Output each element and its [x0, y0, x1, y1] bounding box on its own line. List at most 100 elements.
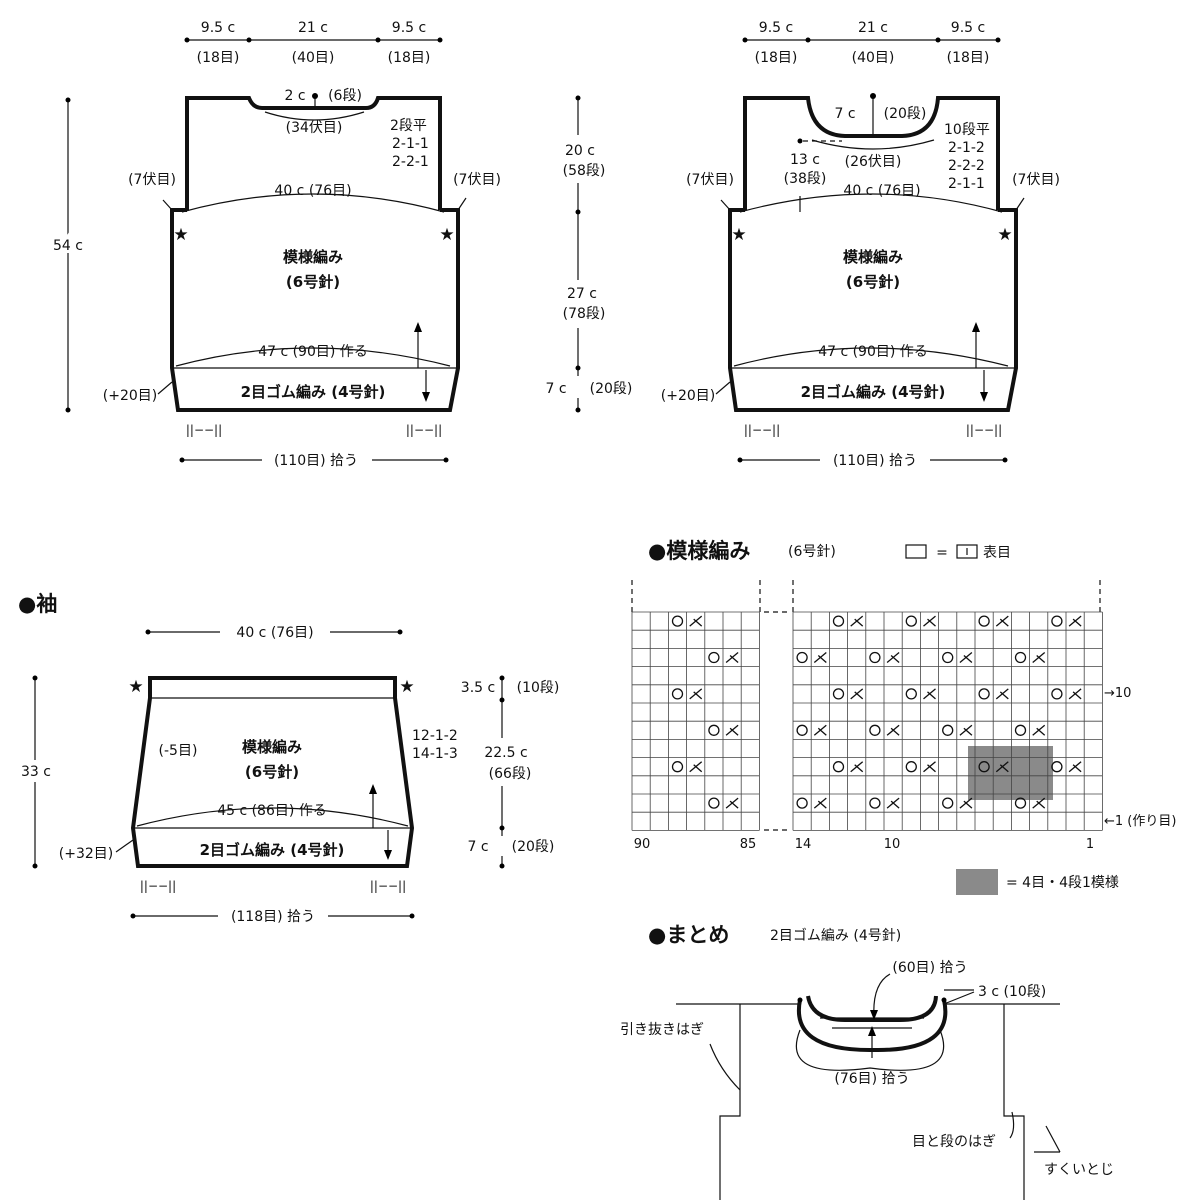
yarn-over-symbol: [1051, 688, 1063, 700]
back-mid-rows: (38段): [784, 171, 827, 187]
col-label-90: 90: [634, 837, 651, 852]
col-label-85: 85: [740, 837, 757, 852]
body-rows-1: (58段): [563, 163, 606, 179]
yarn-over-symbol: [671, 688, 684, 700]
back-pattern-needle: (6号針): [846, 273, 900, 291]
front-neck-rows: (6段): [328, 88, 362, 104]
front-sts-right: (18目): [388, 50, 431, 66]
k2tog-symbol: [725, 797, 739, 809]
back-body-diagram: 9.5 c 21 c 9.5 c (18目) (40目) (18目) 7 c (…: [661, 20, 1060, 469]
sleeve-star-right: ★: [399, 677, 414, 697]
finish-subtitle: 2目ゴム編み (4号針): [770, 927, 901, 944]
yarn-over-symbol: [708, 724, 720, 736]
k2tog-symbol: [1032, 724, 1046, 736]
finish-pickup-top: (60目) 拾う: [892, 960, 967, 976]
sleeve-rows-2: (66段): [489, 766, 532, 782]
k2tog-symbol: [850, 615, 864, 627]
k2tog-symbol: [813, 797, 827, 809]
yarn-over-symbol: [832, 761, 845, 773]
pattern-chart: ●模様編み (6号針) = 表目 →10 ←1 (作り目) 90 85 14 1…: [631, 539, 1176, 895]
body-dim-3: 7 c: [545, 381, 566, 397]
k2tog-symbol: [923, 761, 936, 773]
sleeve-rib-marks-left: ||−−||: [140, 879, 176, 893]
back-rib-marks-left: ||−−||: [744, 423, 780, 437]
k2tog-symbol: [689, 615, 703, 627]
legend-empty-cell: [905, 544, 927, 559]
front-star-left: ★: [173, 225, 188, 245]
yarn-over-symbol: [978, 761, 990, 773]
front-pattern-needle: (6号針): [286, 273, 340, 291]
yarn-over-symbol: [796, 797, 808, 809]
front-dim-left: 9.5 c: [201, 20, 235, 36]
k2tog-symbol: [813, 652, 827, 663]
yarn-over-symbol: [832, 615, 845, 627]
row-label-10: →10: [1104, 686, 1131, 701]
back-neck-bind: (26伏目): [845, 154, 902, 170]
yarn-over-symbol: [905, 761, 917, 773]
k2tog-symbol: [725, 724, 739, 736]
front-rib-marks-left: ||−−||: [186, 423, 222, 437]
sleeve-rows-3: (20段): [512, 839, 555, 855]
k2tog-symbol: [1032, 797, 1046, 809]
sleeve-pattern-label: 模様編み: [242, 738, 302, 756]
finish-rib-height: 3 c (10段): [978, 984, 1046, 1000]
sleeve-dim-3: 7 c: [467, 839, 488, 855]
front-dim-center: 21 c: [298, 20, 328, 36]
yarn-over-symbol: [708, 797, 720, 809]
front-chest: 40 c (76目): [274, 183, 351, 199]
front-rib-label: 2目ゴム編み (4号針): [241, 383, 386, 401]
k2tog-symbol: [959, 797, 973, 809]
k2tog-symbol: [959, 724, 973, 736]
legend-knit-text: 表目: [983, 545, 1011, 561]
yarn-over-symbol: [1014, 724, 1027, 736]
k2tog-symbol: [725, 652, 739, 663]
front-body-diagram: 9.5 c 21 c 9.5 c (18目) (40目) (18目) 2 c (…: [50, 20, 501, 469]
yarn-over-symbol: [671, 761, 684, 773]
back-sts-left: (18目): [755, 50, 798, 66]
front-sts-left: (18目): [197, 50, 240, 66]
sleeve-inc-1: 12-1-2: [412, 728, 458, 744]
back-neck-dec-3: 2-2-2: [948, 158, 985, 174]
finishing-diagram: ●まとめ 2目ゴム編み (4号針) (60目) 拾う 3 c (10段) 引き抜…: [620, 923, 1114, 1200]
sleeve-dec: (-5目): [159, 743, 198, 759]
finish-sleeve-seam: すくいとじ: [1044, 1162, 1114, 1178]
k2tog-symbol: [995, 761, 1009, 773]
back-rib-increase: (+20目): [661, 388, 715, 404]
front-neck-dec-3: 2-2-1: [392, 154, 429, 170]
k2tog-symbol: [995, 615, 1009, 627]
yarn-over-symbol: [1051, 615, 1063, 627]
back-star-right: ★: [997, 225, 1012, 245]
chart-title: ●模様編み: [648, 539, 750, 563]
body-rows-2: (78段): [563, 306, 606, 322]
yarn-over-symbol: [905, 615, 917, 627]
back-neck-dec-1: 10段平: [944, 122, 990, 138]
yarn-over-symbol: [942, 724, 954, 736]
front-neck-dec-1: 2段平: [390, 118, 427, 134]
back-star-left: ★: [731, 225, 746, 245]
finish-title: ●まとめ: [648, 923, 729, 947]
back-chest: 40 c (76目): [843, 183, 920, 199]
front-star-right: ★: [439, 225, 454, 245]
body-rows-3: (20段): [590, 381, 633, 397]
sleeve-diagram: ●袖 40 c (76目) ★ ★ (-5目) 模様編み (6号針) 12-1-…: [18, 592, 562, 925]
front-neck-dec-2: 2-1-1: [392, 136, 429, 152]
front-armhole-left: (7伏目): [128, 172, 176, 188]
col-label-1: 1: [1086, 837, 1094, 852]
sleeve-rib-marks-right: ||−−||: [370, 879, 406, 893]
back-mid-depth: 13 c: [790, 152, 820, 168]
col-label-14: 14: [795, 837, 812, 852]
yarn-over-symbol: [942, 651, 954, 664]
back-dim-center: 21 c: [858, 20, 888, 36]
repeat-shade: [968, 746, 1053, 800]
yarn-over-symbol: [942, 797, 954, 809]
front-height: 54 c: [53, 238, 83, 254]
legend-knit-cell: [956, 544, 978, 559]
finish-pickup-bottom: (76目) 拾う: [834, 1071, 909, 1087]
front-cast-on: 47 c (90目) 作る: [258, 344, 368, 360]
yarn-over-symbol: [796, 651, 808, 664]
yarn-over-symbol: [905, 688, 917, 700]
k2tog-symbol: [850, 688, 864, 700]
front-pattern-label: 模様編み: [283, 248, 343, 266]
k2tog-symbol: [1032, 652, 1046, 663]
